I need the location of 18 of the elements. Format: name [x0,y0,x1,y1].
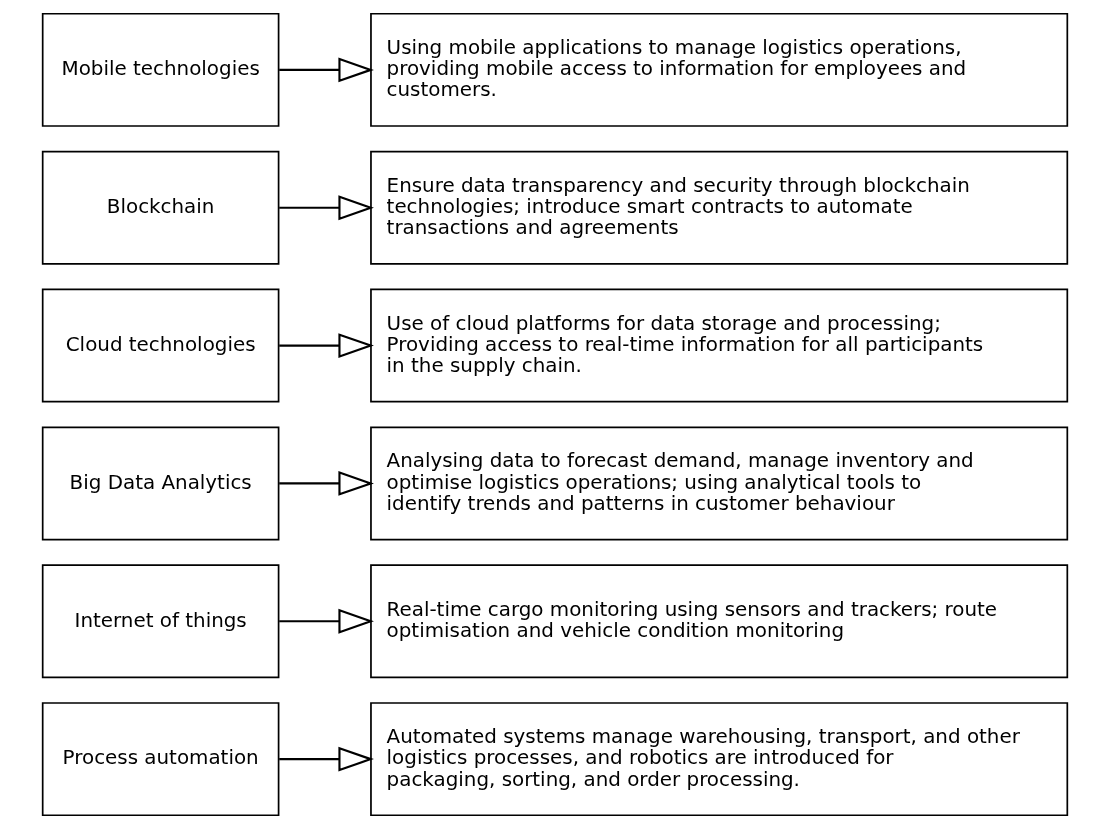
arrow [279,57,374,83]
node-box: Cloud technologies [41,288,280,403]
node-box: Use of cloud platforms for data storage and processing; Providing access to real-time information for all participants in the supply chain. [370,288,1069,403]
arrow [279,470,374,496]
arrow [279,608,374,634]
node-box: Analysing data to forecast demand, manage inventory and optimise logistics operations; using analytical tools to identify trends and patterns in customer behaviour [370,426,1069,541]
node-box: Mobile technologies [41,12,280,127]
node-box: Big Data Analytics [41,426,280,541]
node-box: Process automation [41,702,280,817]
arrow [279,195,374,221]
node-box: Blockchain [41,150,280,265]
arrow [279,746,374,772]
node-box: Real-time cargo monitoring using sensors and trackers; route optimisation and vehicle condition monitoring [370,564,1069,679]
node-box: Automated systems manage warehousing, transport, and other logistics processes, and robotics are introduced for packaging, sorting, and order processing. [370,702,1069,817]
node-box: Internet of things [41,564,280,679]
arrow [279,333,374,359]
node-box: Ensure data transparency and security through blockchain technologies; introduce smart contracts to automate transactions and agreements [370,150,1069,265]
node-box: Using mobile applications to manage logistics operations, providing mobile access to information for employees and customers. [370,12,1069,127]
